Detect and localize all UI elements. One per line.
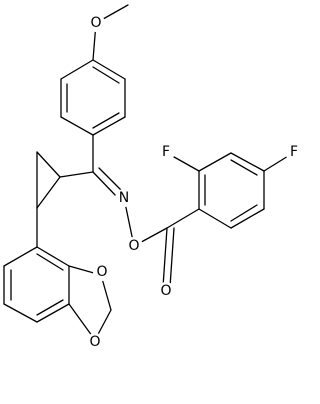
bond-imine-cyclopropyl — [59, 171, 94, 178]
bond-carbonyl-aryl — [166, 208, 200, 229]
dioxole-oxygen-lower-label: O — [89, 334, 100, 350]
methoxy-oxygen-label: O — [90, 15, 101, 31]
oxime-oxygen-label: O — [128, 238, 139, 254]
bond-cyclopropane-3 — [36, 176, 61, 209]
fluorine-ortho: F — [157, 143, 175, 161]
bond-bd-6 — [36, 246, 70, 267]
bond-bd-inner-c — [36, 253, 64, 271]
bond-anisyl-inner-c — [92, 66, 120, 84]
bond-cyclopropane-1 — [36, 151, 61, 178]
bond-bd-inner-b — [36, 299, 64, 316]
bond-anisyl-inner-b — [92, 112, 120, 129]
bond-dfp-2 — [198, 152, 232, 172]
bond-anisyl-4 — [92, 116, 126, 136]
bond-anisyl-6 — [92, 59, 126, 80]
dioxole-oxygen-upper-label: O — [96, 264, 107, 280]
carbonyl-oxygen: O — [157, 282, 175, 300]
oxime-nitrogen-label: N — [119, 190, 129, 206]
oxime-nitrogen: N — [115, 189, 133, 207]
bond-dfp-3 — [230, 152, 265, 172]
bond-c-n-double-b — [98, 167, 125, 194]
fluorine-para-label: F — [290, 144, 298, 160]
fluorine-ortho-label: F — [162, 144, 170, 160]
bond-bd-3 — [3, 303, 38, 323]
bond-dioxole-4 — [68, 303, 96, 341]
atom-labels: O N O O F F O O — [86, 14, 303, 351]
bond-bd-1 — [3, 246, 38, 267]
bond-dfp-inner-c — [230, 204, 258, 222]
fluorine-para: F — [285, 143, 303, 161]
bond-anisyl-3 — [60, 116, 94, 136]
dioxole-oxygen-upper: O — [93, 263, 111, 281]
bond-c-o-double-a — [162, 227, 168, 288]
bond-dfp-inner-b — [230, 159, 258, 176]
bond-c-o-double-b — [169, 227, 175, 288]
oxime-oxygen: O — [125, 237, 143, 255]
carbonyl-oxygen-label: O — [160, 283, 171, 299]
bond-anisyl-1 — [60, 59, 94, 80]
methoxy-oxygen: O — [87, 14, 105, 32]
bond-bd-4 — [36, 303, 70, 323]
bond-c-n-double-a — [92, 171, 119, 199]
bond-dfp-6 — [198, 208, 232, 229]
bond-dfp-5 — [230, 208, 265, 229]
bonds — [3, 4, 294, 341]
molecule-structure: O N O O F F O O — [3, 4, 303, 351]
dioxole-oxygen-lower: O — [86, 333, 104, 351]
